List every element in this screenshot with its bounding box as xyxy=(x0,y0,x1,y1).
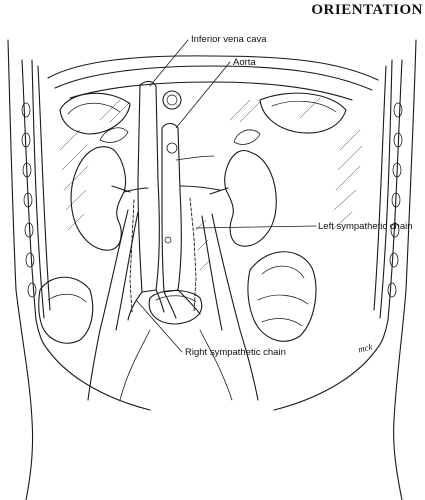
left-flank-muscle xyxy=(21,59,49,351)
iliac-vessels xyxy=(127,289,201,321)
leader-left-sympathetic xyxy=(195,225,317,229)
inferior-vena-cava xyxy=(137,80,160,293)
right-adrenal xyxy=(99,127,129,143)
aorta xyxy=(161,122,182,293)
leader-aorta xyxy=(175,61,231,129)
right-iliacus xyxy=(38,276,94,344)
sacral-region xyxy=(148,289,203,325)
label-right-sympathetic-chain: Right sympathetic chain xyxy=(185,347,286,358)
label-aorta: Aorta xyxy=(233,57,256,68)
liver-region xyxy=(59,92,131,135)
label-left-sympathetic-chain: Left sympathetic chain xyxy=(318,221,413,232)
spleen-region xyxy=(259,92,347,134)
diaphragm xyxy=(47,55,379,81)
left-psoas xyxy=(211,213,259,401)
right-sympathetic-chain xyxy=(129,199,135,313)
label-inferior-vena-cava: Inferior vena cava xyxy=(191,34,267,45)
leader-right-sympathetic xyxy=(135,299,183,353)
left-iliacus xyxy=(247,251,317,342)
right-flank-muscle xyxy=(375,59,403,351)
left-kidney xyxy=(224,149,277,247)
left-adrenal xyxy=(233,129,261,145)
torso-outline-right xyxy=(393,39,417,500)
left-sympathetic-chain xyxy=(189,197,197,313)
right-psoas xyxy=(87,209,129,401)
section-header: ORIENTATION xyxy=(311,2,423,18)
leader-ivc xyxy=(149,39,189,87)
torso-outline-left xyxy=(7,39,34,500)
right-kidney xyxy=(70,146,127,251)
